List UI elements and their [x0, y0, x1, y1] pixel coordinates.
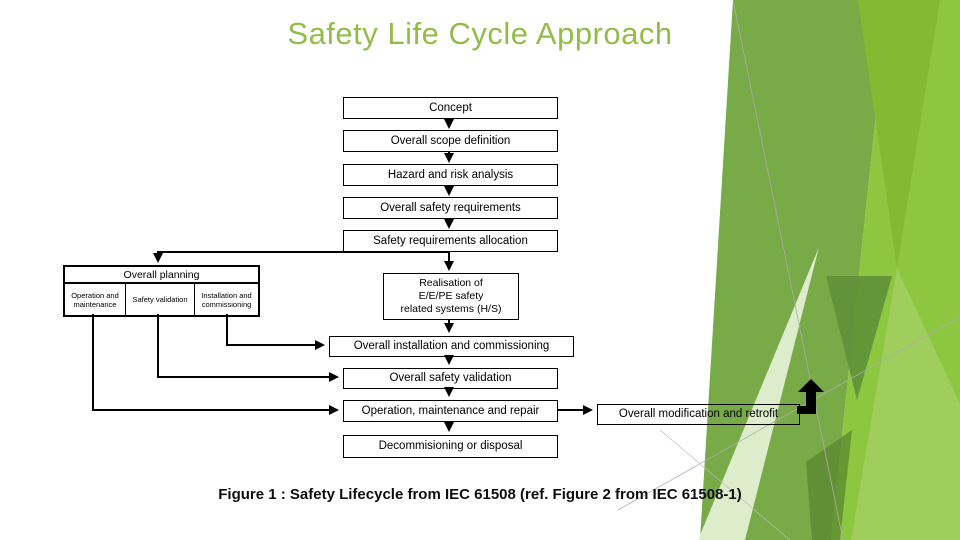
facet-wedge: [858, 0, 940, 268]
flow-box-overall-installation-commissioning: Overall installation and commissioning: [329, 336, 574, 357]
realisation-line: Realisation of: [419, 277, 483, 289]
facet-midlight: [851, 268, 960, 540]
planning-cell-installation-commissioning: Installation and commissioning: [201, 290, 252, 309]
flow-box-realisation: Realisation of E/E/PE safety related sys…: [383, 273, 519, 320]
realisation-line: related systems (H/S): [400, 303, 502, 315]
planning-cell-operation-maintenance: Operation and maintenance: [71, 290, 119, 309]
flow-box-hazard-risk-analysis: Hazard and risk analysis: [343, 164, 558, 186]
flow-arrows: [92, 118, 593, 432]
thin-diagonal-line: [732, 0, 844, 540]
flow-box-concept: Concept: [343, 97, 558, 119]
facet-pale-bottom: [698, 247, 819, 540]
overall-planning-cells: Operation and maintenance Safety validat…: [65, 284, 258, 315]
overall-planning-header: Overall planning: [65, 267, 258, 284]
flow-box-operation-maintenance-repair: Operation, maintenance and repair: [343, 400, 558, 422]
realisation-line: E/E/PE safety: [418, 290, 484, 302]
flow-box-decommisioning-disposal: Decommisioning or disposal: [343, 435, 558, 458]
loop-back-up-arrow-icon: [797, 379, 824, 414]
flow-group-overall-planning: Overall planning Operation and maintenan…: [63, 265, 260, 317]
figure-caption: Figure 1 : Safety Lifecycle from IEC 615…: [218, 486, 742, 503]
thin-diagonal-line: [617, 316, 960, 511]
flow-box-safety-requirements-allocation: Safety requirements allocation: [343, 230, 558, 252]
facet-sage-band: [700, 0, 888, 540]
facet-dark-seam: [806, 430, 852, 540]
flow-box-overall-scope-definition: Overall scope definition: [343, 130, 558, 152]
flow-box-overall-safety-validation: Overall safety validation: [343, 368, 558, 389]
facet-dark-v: [826, 276, 892, 400]
thin-diagonal-line: [659, 429, 791, 540]
page-title: Safety Life Cycle Approach: [287, 16, 673, 51]
flow-box-overall-modification-retrofit: Overall modification and retrofit: [597, 404, 800, 425]
flow-box-overall-safety-requirements: Overall safety requirements: [343, 197, 558, 219]
planning-cell-safety-validation: Safety validation: [125, 284, 195, 315]
